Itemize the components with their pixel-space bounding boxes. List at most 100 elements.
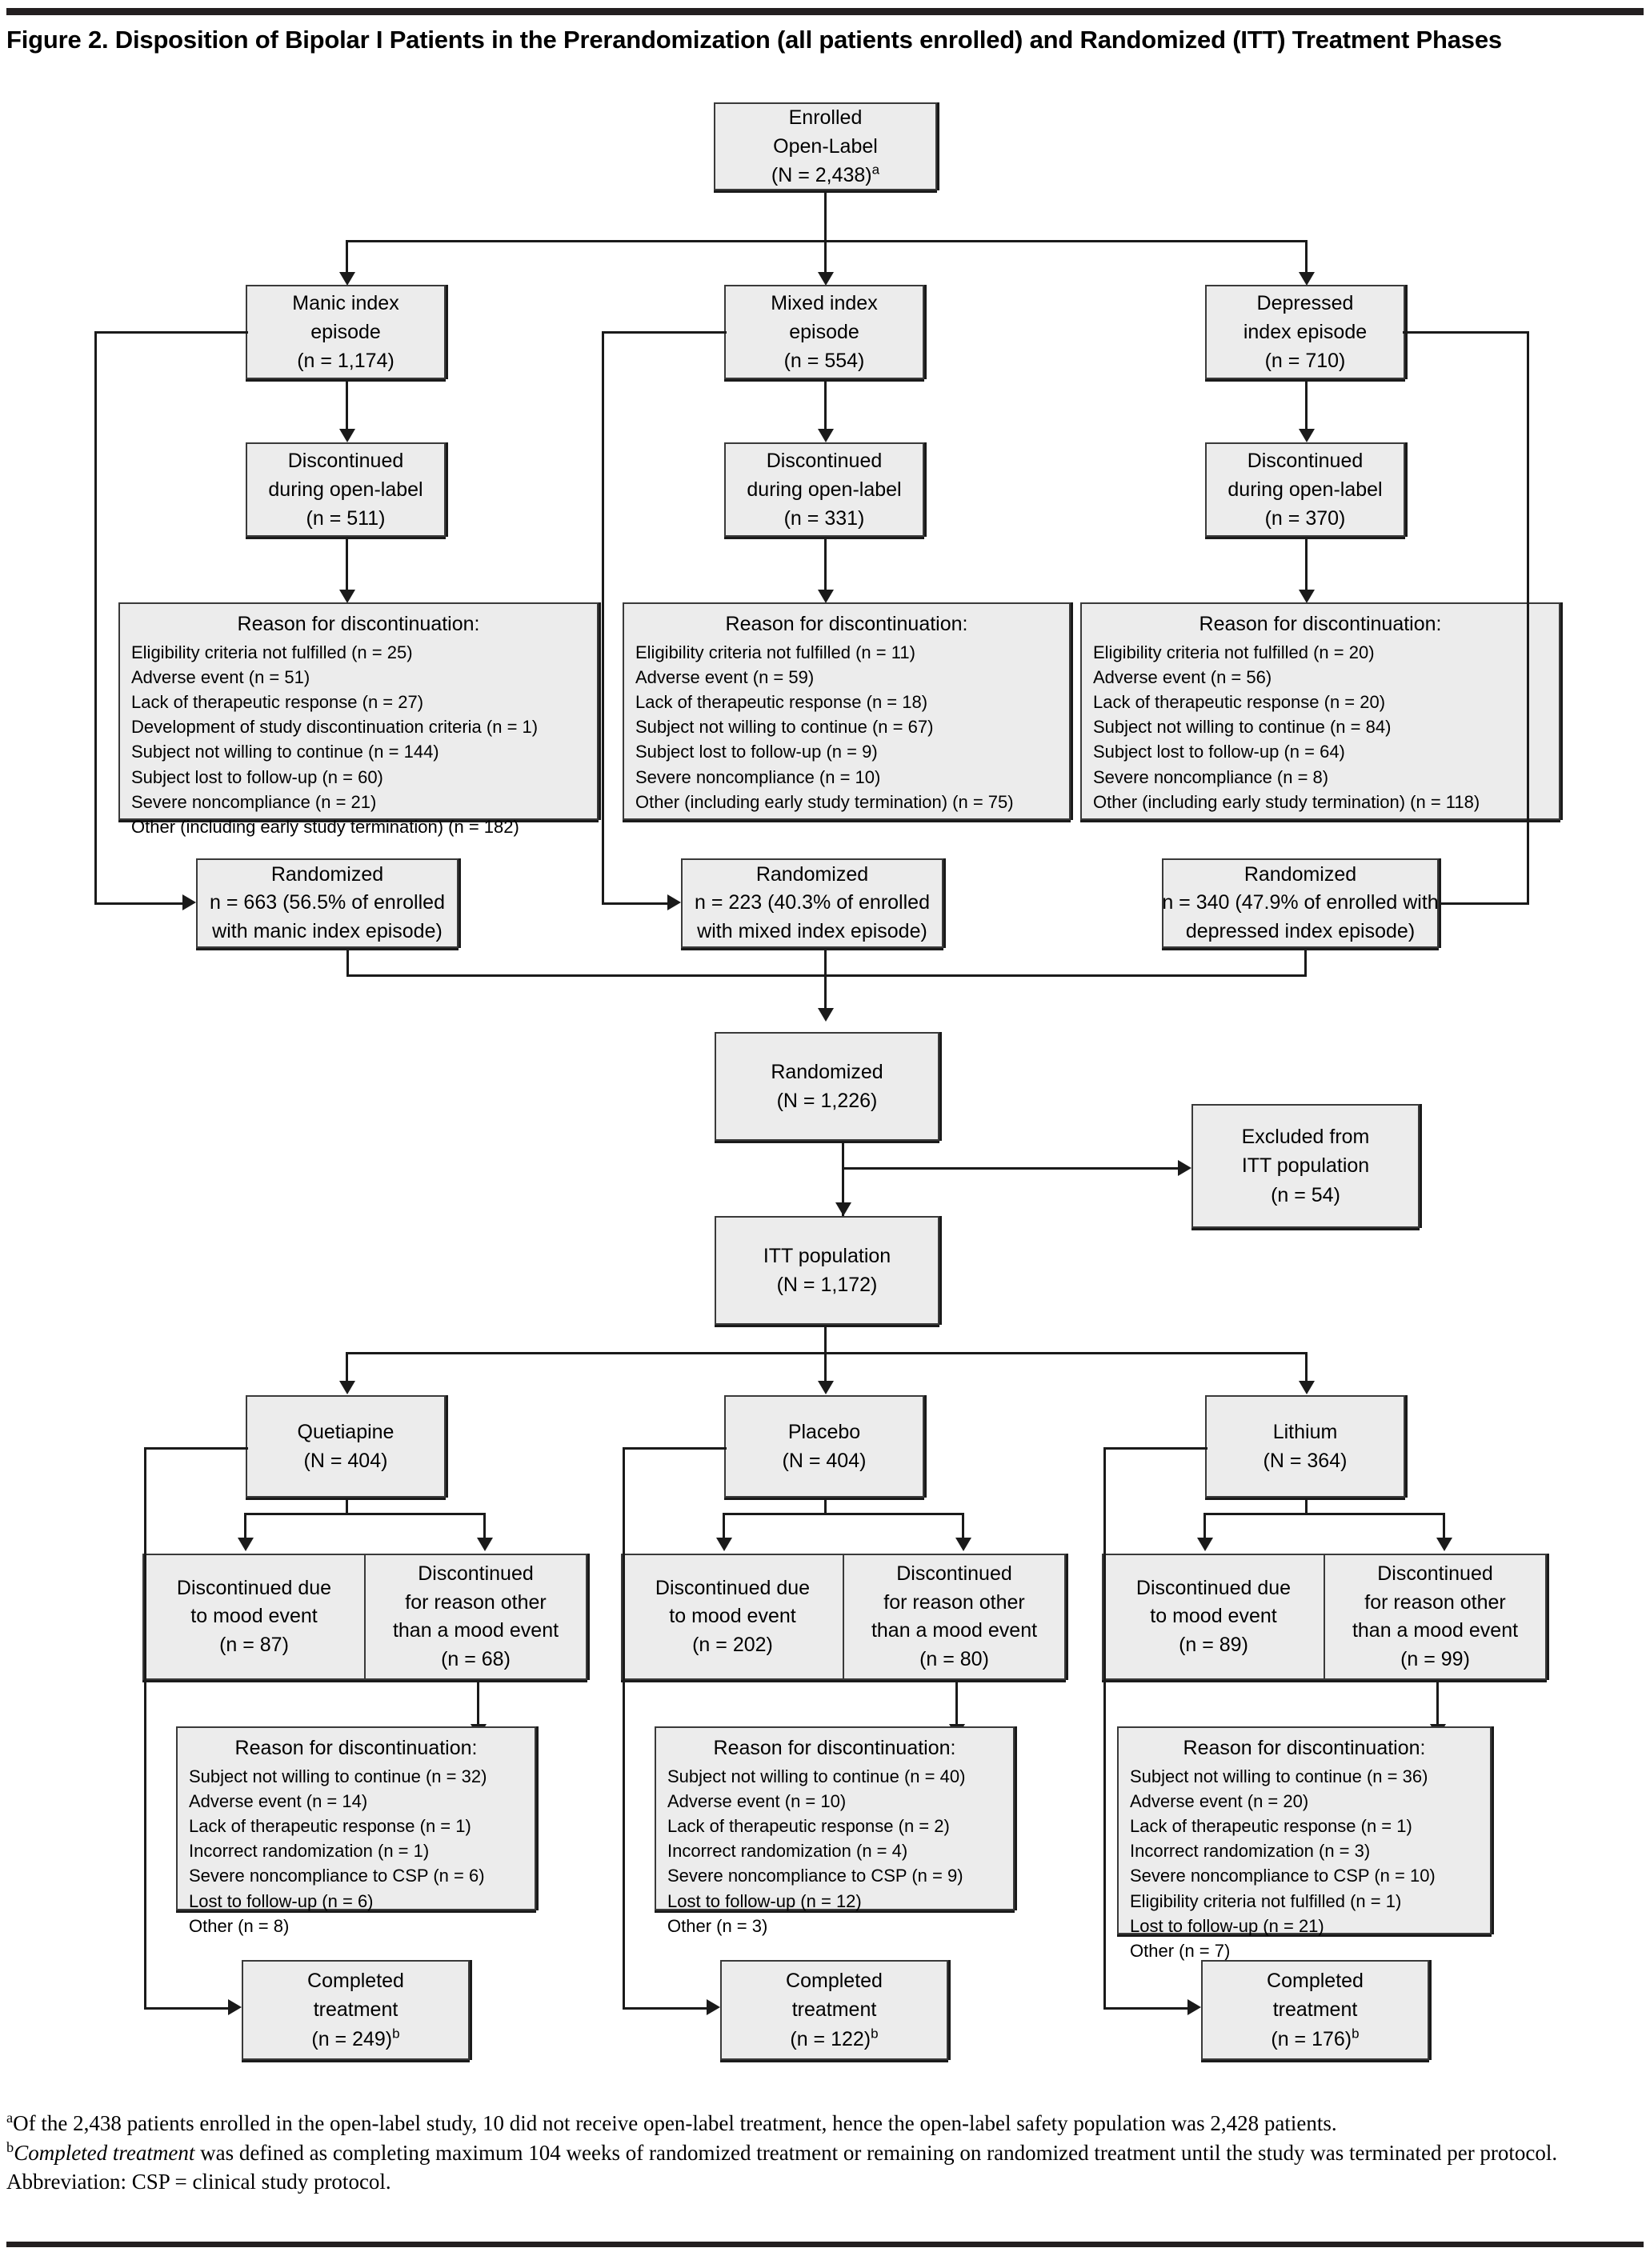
box-depressed-reasons: Reason for discontinuation: Eligibility … — [1080, 602, 1560, 820]
connector-to-lithium — [1305, 1352, 1308, 1382]
box-randomized-total: Randomized (N = 1,226) — [715, 1032, 939, 1141]
manic-rand-line-1: Randomized — [270, 862, 384, 886]
mixed-reason-item: Adverse event (n = 59) — [635, 666, 815, 687]
footnote-a-text: Of the 2,438 patients enrolled in the op… — [13, 2111, 1337, 2135]
connector-to-manic — [346, 240, 348, 274]
enrolled-line-3: (N = 2,438)a — [771, 162, 880, 187]
connector-enrolled-down — [824, 190, 827, 240]
depressed-reason-item: Eligibility criteria not fulfilled (n = … — [1093, 642, 1375, 662]
q-other-line-3: than a mood event — [392, 1619, 559, 1642]
placebo-reason-item: Other (n = 3) — [667, 1915, 768, 1936]
quetiapine-disc-other: Discontinued for reason other than a moo… — [364, 1555, 586, 1678]
itt-line-1: ITT population — [763, 1244, 891, 1267]
quetiapine-reason-item: Lost to follow-up (n = 6) — [189, 1890, 374, 1911]
manic-reasons-heading: Reason for discontinuation: — [237, 613, 480, 635]
arrow-manic-randomized — [182, 894, 196, 910]
connector-rand-merge-down — [824, 974, 827, 1008]
quetiapine-disc-mood: Discontinued due to mood event (n = 87) — [144, 1555, 364, 1678]
q-mood-line-2: to mood event — [190, 1605, 318, 1628]
footnote-b: bCompleted treatment was defined as comp… — [6, 2138, 1639, 2168]
placebo-reasons-heading: Reason for discontinuation: — [713, 1737, 956, 1759]
depressed-reason-item: Subject lost to follow-up (n = 64) — [1093, 742, 1345, 762]
placebo-reason-item: Incorrect randomization (n = 4) — [667, 1841, 908, 1862]
lithium-disc-mood: Discontinued due to mood event (n = 89) — [1103, 1555, 1324, 1678]
placebo-reason-item: Severe noncompliance to CSP (n = 9) — [667, 1866, 963, 1886]
footnote-b-italic: Completed treatment — [14, 2140, 195, 2165]
depressed-disc-line-2: during open-label — [1227, 478, 1383, 501]
connector-depressed-ep-to-disc — [1305, 379, 1308, 429]
connector-mixed-rand-down — [824, 948, 827, 974]
depressed-reasons-heading: Reason for discontinuation: — [1199, 613, 1442, 635]
l-completed-line-2: treatment — [1272, 1998, 1358, 2022]
quetiapine-reasons-heading: Reason for discontinuation: — [234, 1737, 478, 1759]
mixed-disc-line-3: (n = 331) — [783, 507, 865, 530]
lithium-reason-item: Incorrect randomization (n = 3) — [1130, 1841, 1371, 1862]
connector-quetiapine-split — [244, 1513, 486, 1515]
quetiapine-reason-item: Lack of therapeutic response (n = 1) — [189, 1815, 471, 1836]
enrolled-line-2: Open-Label — [773, 134, 878, 158]
box-placebo-discontinued: Discontinued due to mood event (n = 202)… — [621, 1554, 1066, 1680]
depressed-reason-item: Subject not willing to continue (n = 84) — [1093, 717, 1392, 738]
depressed-rand-line-2: n = 340 (47.9% of enrolled with — [1162, 891, 1439, 914]
mixed-rand-line-2: n = 223 (40.3% of enrolled — [695, 891, 930, 914]
connector-placebo-bypass-v — [623, 1447, 625, 2007]
lithium-reason-item: Lack of therapeutic response (n = 1) — [1130, 1815, 1412, 1836]
q-other-line-4: (n = 68) — [441, 1647, 511, 1670]
box-mixed-episode: Mixed index episode (n = 554) — [724, 285, 924, 379]
connector-lithium-right-leg — [1443, 1513, 1445, 1538]
arrow-lithium-completed — [1187, 1999, 1201, 2015]
arrow-quetiapine-mood — [238, 1538, 254, 1551]
box-placebo-reasons: Reason for discontinuation: Subject not … — [655, 1726, 1015, 1936]
quetiapine-reason-item: Adverse event (n = 14) — [189, 1790, 368, 1811]
arrow-manic-reasons — [339, 590, 355, 603]
mixed-reason-item: Other (including early study termination… — [635, 791, 1014, 812]
connector-placebo-right-leg — [962, 1513, 964, 1538]
box-mixed-reasons: Reason for discontinuation: Eligibility … — [623, 602, 1071, 820]
connector-to-quetiapine — [346, 1352, 348, 1382]
mixed-reason-item: Subject not willing to continue (n = 67) — [635, 717, 934, 738]
depressed-disc-line-3: (n = 370) — [1264, 507, 1346, 530]
connector-quetiapine-bypass-v — [144, 1447, 146, 2007]
manic-reason-item: Lack of therapeutic response (n = 27) — [131, 691, 424, 712]
box-quetiapine-discontinued: Discontinued due to mood event (n = 87) … — [142, 1554, 587, 1680]
footnote-abbrev: Abbreviation: CSP = clinical study proto… — [6, 2170, 391, 2194]
placebo-reason-item: Lost to follow-up (n = 12) — [667, 1890, 862, 1911]
arrow-randomized-total — [818, 1008, 834, 1022]
box-manic-randomized: Randomized n = 663 (56.5% of enrolled wi… — [196, 858, 459, 948]
arrow-depressed-disc — [1299, 429, 1315, 442]
box-lithium-discontinued: Discontinued due to mood event (n = 89) … — [1102, 1554, 1547, 1680]
lithium-disc-other: Discontinued for reason other than a moo… — [1324, 1555, 1545, 1678]
mixed-disc-line-1: Discontinued — [766, 449, 883, 472]
connector-lithium-left — [1103, 1447, 1207, 1450]
arrow-placebo — [818, 1381, 834, 1394]
l-completed-line-1: Completed — [1267, 1970, 1364, 1993]
placebo-disc-mood: Discontinued due to mood event (n = 202) — [623, 1555, 843, 1678]
arrow-placebo-mood — [716, 1538, 732, 1551]
connector-manic-bypass-v — [94, 331, 97, 902]
l-other-line-1: Discontinued — [1377, 1562, 1493, 1585]
manic-reason-item: Adverse event (n = 51) — [131, 666, 310, 687]
depressed-episode-line-1: Depressed — [1256, 291, 1354, 314]
connector-depressed-bypass-v — [1527, 331, 1529, 902]
connector-lithium-bypass-v — [1103, 1447, 1106, 2007]
connector-placebo-bypass-h — [623, 2007, 707, 2010]
itt-line-2: (N = 1,172) — [776, 1274, 878, 1296]
box-itt-population: ITT population (N = 1,172) — [715, 1216, 939, 1325]
connector-manic-ep-left — [94, 331, 248, 334]
connector-lithium-left-leg — [1203, 1513, 1206, 1538]
lithium-line-1: Lithium — [1272, 1420, 1338, 1443]
manic-episode-line-2: episode — [310, 320, 381, 343]
depressed-episode-line-3: (n = 710) — [1264, 350, 1346, 373]
lithium-reason-item: Subject not willing to continue (n = 36) — [1130, 1766, 1428, 1786]
box-mixed-discontinued: Discontinued during open-label (n = 331) — [724, 442, 924, 537]
connector-lithium-bypass-h — [1103, 2007, 1187, 2010]
manic-reason-item: Development of study discontinuation cri… — [131, 717, 539, 738]
q-other-line-1: Discontinued — [418, 1562, 534, 1585]
mixed-episode-line-3: (n = 554) — [783, 350, 865, 373]
box-manic-reasons: Reason for discontinuation: Eligibility … — [118, 602, 599, 837]
manic-reason-item: Eligibility criteria not fulfilled (n = … — [131, 642, 413, 662]
arrow-mixed-reasons — [818, 590, 834, 603]
connector-mixed-ep-left — [602, 331, 727, 334]
connector-manic-ep-to-disc — [346, 379, 348, 429]
placebo-reason-item: Subject not willing to continue (n = 40) — [667, 1766, 966, 1786]
